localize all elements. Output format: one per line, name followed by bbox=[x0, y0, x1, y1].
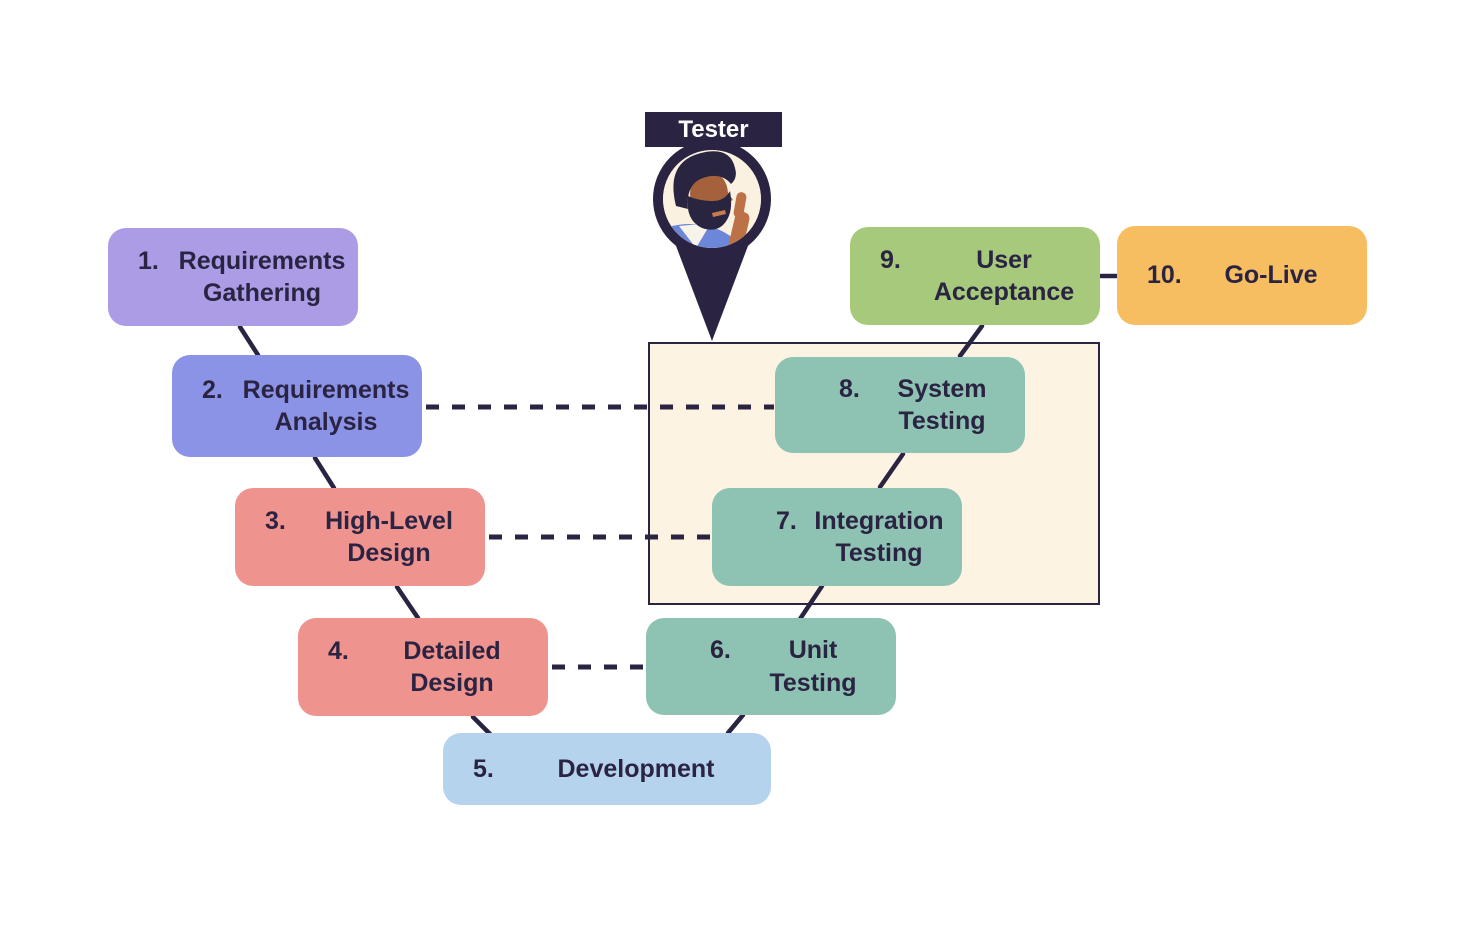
flow-line-6-7 bbox=[797, 583, 825, 622]
flow-line-4-5 bbox=[470, 714, 493, 737]
step-label: Requirements Analysis bbox=[242, 375, 410, 437]
step-label: Unit Testing bbox=[769, 636, 857, 697]
tester-pin-icon bbox=[653, 140, 771, 341]
step-label: User Acceptance bbox=[933, 245, 1075, 307]
step-box-system-testing: 8. System Testing bbox=[775, 357, 1025, 453]
step-box-requirements-analysis: 2. Requirements Analysis bbox=[172, 355, 422, 457]
step-box-detailed-design: 4. Detailed Design bbox=[298, 618, 548, 716]
step-box-go-live: 10. Go-Live bbox=[1117, 226, 1367, 325]
step-number: 10. bbox=[1147, 261, 1182, 290]
step-label: Detailed Design bbox=[403, 636, 501, 698]
flow-line-2-3 bbox=[312, 455, 337, 491]
flow-line-3-4 bbox=[394, 584, 421, 621]
step-box-high-level-design: 3. High-Level Design bbox=[235, 488, 485, 586]
step-number: 1. bbox=[138, 246, 159, 275]
step-label: Go-Live bbox=[1224, 261, 1318, 290]
step-box-requirements-gathering: 1. Requirements Gathering bbox=[108, 228, 358, 326]
tester-role-label: Tester bbox=[678, 115, 749, 143]
step-number: 7. bbox=[776, 506, 797, 535]
step-label: High-Level Design bbox=[325, 506, 453, 568]
step-number: 2. bbox=[202, 375, 223, 404]
step-label: Integration Testing bbox=[814, 506, 944, 568]
step-number: 6. bbox=[710, 636, 731, 664]
step-box-development: 5. Development bbox=[443, 733, 771, 805]
step-number: 3. bbox=[265, 506, 286, 535]
flow-line-1-2 bbox=[237, 324, 261, 358]
step-number: 4. bbox=[328, 636, 349, 665]
step-number: 8. bbox=[839, 374, 860, 403]
step-number: 9. bbox=[880, 245, 901, 274]
step-label: Development bbox=[557, 754, 715, 783]
tester-person-icon bbox=[663, 150, 761, 248]
step-box-user-acceptance: 9. User Acceptance bbox=[850, 227, 1100, 325]
pin-tail bbox=[670, 230, 754, 341]
step-box-integration-testing: 7. Integration Testing bbox=[712, 488, 962, 586]
step-number: 5. bbox=[473, 754, 494, 783]
flow-line-5-6 bbox=[725, 712, 746, 736]
flow-line-7-8 bbox=[877, 451, 906, 490]
step-label: System Testing bbox=[897, 374, 987, 436]
step-box-unit-testing: 6. Unit Testing bbox=[646, 618, 896, 715]
step-label: Requirements Gathering bbox=[178, 246, 346, 308]
flow-line-8-9 bbox=[957, 323, 985, 359]
